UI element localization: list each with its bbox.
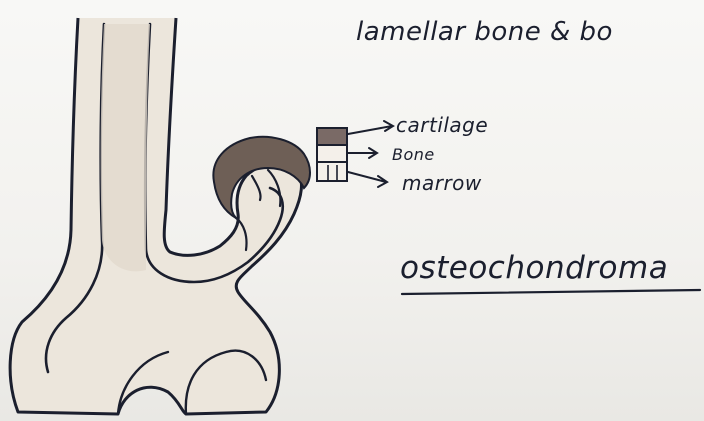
label-cartilage: cartilage bbox=[396, 113, 488, 137]
arrow-cartilage bbox=[348, 121, 393, 134]
title-underline bbox=[402, 290, 700, 294]
legend-cartilage-box bbox=[317, 128, 347, 145]
diagram-title: osteochondroma bbox=[400, 250, 668, 286]
label-marrow: marrow bbox=[402, 171, 482, 195]
legend-marrow-box bbox=[317, 162, 347, 181]
arrow-marrow bbox=[348, 172, 387, 187]
marrow-cavity bbox=[101, 24, 150, 271]
bone-outer-outline bbox=[10, 18, 301, 414]
header-text: lamellar bone & bo bbox=[356, 17, 613, 47]
legend-arrows bbox=[348, 121, 393, 187]
legend bbox=[317, 128, 347, 181]
label-bone: Bone bbox=[392, 145, 435, 164]
arrow-bone bbox=[348, 148, 377, 158]
legend-bone-box bbox=[317, 145, 347, 162]
